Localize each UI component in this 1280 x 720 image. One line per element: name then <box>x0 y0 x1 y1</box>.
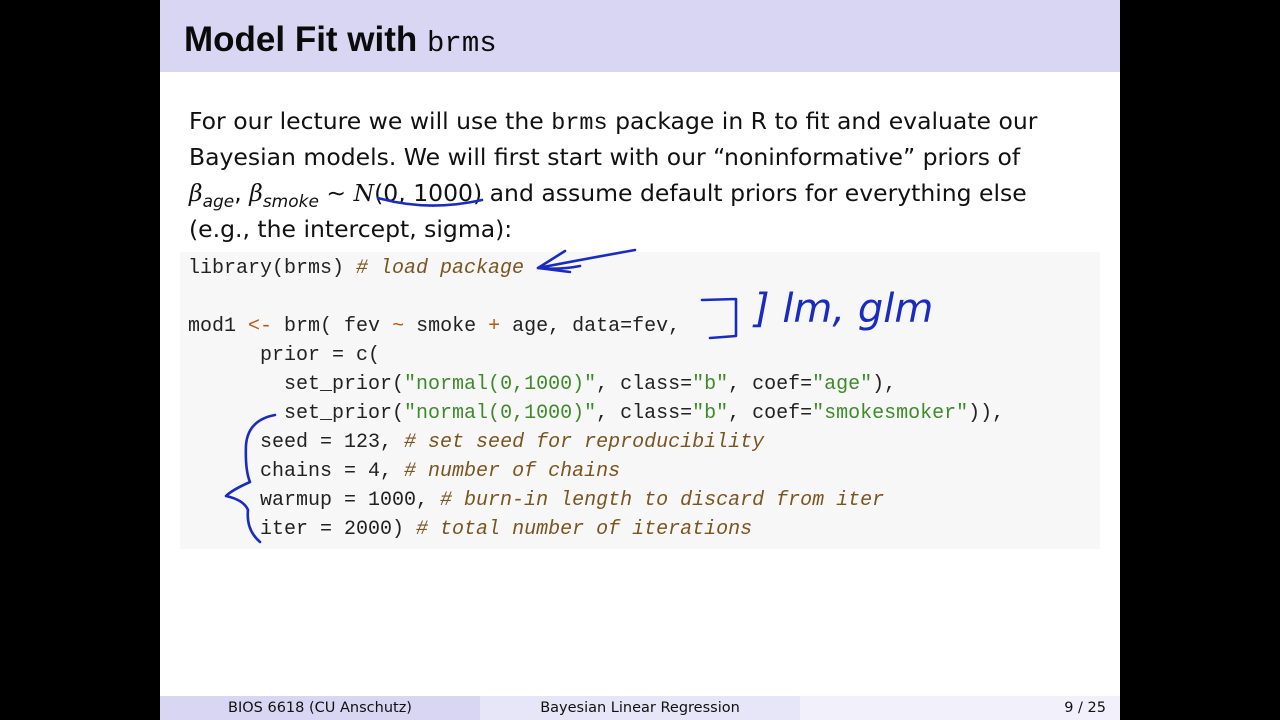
code-line-blank <box>188 283 1004 312</box>
footer-page-section: 9 / 25 <box>800 696 1120 720</box>
slide-header: Model Fit with brms <box>160 0 1120 72</box>
code-line: set_prior("normal(0,1000)", class="b", c… <box>188 373 897 396</box>
slide: Model Fit with brms For our lecture we w… <box>160 0 1120 720</box>
code-line: library(brms) # load package <box>188 257 525 280</box>
paragraph-line-4: (e.g., the intercept, sigma): <box>189 215 513 243</box>
slide-footer: BIOS 6618 (CU Anschutz) Bayesian Linear … <box>160 696 1120 720</box>
code-line: prior = c( <box>188 344 381 367</box>
code-line: set_prior("normal(0,1000)", class="b", c… <box>188 402 1005 425</box>
slide-title: Model Fit with brms <box>184 20 497 60</box>
code-line: warmup = 1000, # burn-in length to disca… <box>188 489 885 512</box>
page-number: 9 / 25 <box>1064 700 1106 716</box>
paragraph-line-3: βage, βsmoke ∼ N(0, 1000) and assume def… <box>189 179 1027 212</box>
paragraph-line-2: Bayesian models. We will first start wit… <box>189 143 1021 171</box>
code-line: mod1 <- brm( fev ~ smoke + age, data=fev… <box>188 315 681 338</box>
normal-dist: N <box>353 179 375 207</box>
code-line: chains = 4, # number of chains <box>188 460 621 483</box>
footer-course: BIOS 6618 (CU Anschutz) <box>160 696 480 720</box>
code-line: iter = 2000) # total number of iteration… <box>188 518 753 541</box>
code-block-background <box>180 252 1100 549</box>
inline-code-brms: brms <box>551 110 608 137</box>
code-line: seed = 123, # set seed for reproducibili… <box>188 431 765 454</box>
paragraph-line-1: For our lecture we will use the brms pac… <box>189 107 1038 137</box>
title-code: brms <box>427 27 497 60</box>
footer-lecture-title: Bayesian Linear Regression <box>480 696 800 720</box>
intro-paragraph: For our lecture we will use the brms pac… <box>189 103 1037 247</box>
code-block: library(brms) # load package mod1 <- brm… <box>188 254 1004 544</box>
